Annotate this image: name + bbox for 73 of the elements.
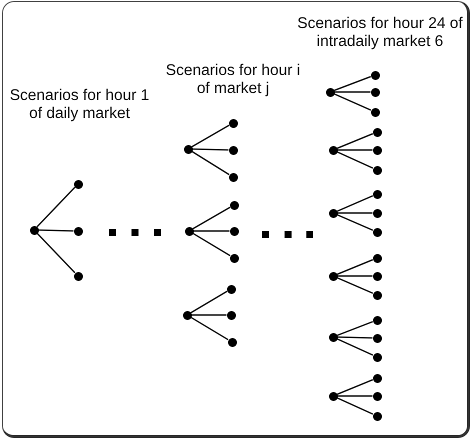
node-dot xyxy=(370,108,380,116)
branch-line xyxy=(194,230,230,232)
node-dot xyxy=(372,228,382,236)
node-dot xyxy=(328,332,338,342)
branch-line xyxy=(190,316,228,340)
node-dot xyxy=(328,146,338,154)
node-dot xyxy=(370,70,380,80)
node-dot xyxy=(74,272,82,280)
branch-line xyxy=(336,397,374,415)
node-dot xyxy=(328,392,338,400)
node-dot xyxy=(30,226,38,234)
branch-line xyxy=(334,91,370,93)
node-dot xyxy=(370,88,380,96)
tree-caption: Scenarios for hour 24 of intradaily market 6 xyxy=(296,15,464,50)
node-dot xyxy=(372,334,382,342)
node-dot xyxy=(372,316,382,324)
branch-line xyxy=(36,232,76,274)
branch-line xyxy=(336,133,374,149)
node-dot xyxy=(372,272,382,280)
branch-line xyxy=(334,76,372,92)
tree-caption: Scenarios for hour i of market j xyxy=(165,62,301,97)
branch-line xyxy=(336,320,374,336)
branch-line xyxy=(36,186,76,228)
branch-line xyxy=(191,150,230,176)
branch-line xyxy=(192,232,230,256)
branch-line xyxy=(336,195,374,212)
node-dot xyxy=(372,254,382,262)
branch-line xyxy=(192,124,230,148)
branch-line xyxy=(192,148,229,151)
branch-line xyxy=(338,212,372,214)
node-dot xyxy=(372,352,382,362)
node-dot xyxy=(328,272,338,280)
node-dot xyxy=(372,190,382,198)
branch-line xyxy=(336,379,374,395)
node-dot xyxy=(228,172,238,182)
branch-line xyxy=(336,214,374,231)
node-dot xyxy=(372,374,382,382)
branch-line xyxy=(192,206,230,230)
node-dot xyxy=(228,118,238,128)
node-dot xyxy=(182,310,192,320)
branch-line xyxy=(336,277,374,294)
branch-line xyxy=(336,151,374,169)
node-dot xyxy=(74,226,82,236)
node-dot xyxy=(328,208,338,218)
branch-line xyxy=(38,229,74,232)
node-dot xyxy=(228,146,238,154)
node-dot xyxy=(184,226,194,236)
branch-line xyxy=(338,395,372,397)
tree-caption: Scenarios for hour 1 of daily market xyxy=(9,87,150,122)
branch-line xyxy=(338,149,372,151)
node-dot xyxy=(326,88,334,96)
branch-line xyxy=(337,336,373,339)
node-dot xyxy=(372,146,382,154)
node-dot xyxy=(372,208,382,218)
node-dot xyxy=(74,180,82,188)
node-dot xyxy=(230,226,238,236)
node-dot xyxy=(226,284,236,294)
branch-line xyxy=(192,314,226,316)
node-dot xyxy=(230,200,238,210)
node-dot xyxy=(372,290,382,300)
node-dot xyxy=(226,310,236,320)
node-dot xyxy=(372,392,382,400)
branch-line xyxy=(336,259,374,275)
node-dot xyxy=(372,412,382,420)
node-dot xyxy=(372,166,382,174)
node-dot xyxy=(230,254,238,262)
node-dot xyxy=(372,128,382,136)
branch-line xyxy=(336,338,374,356)
branch-line xyxy=(338,275,372,277)
branch-line xyxy=(190,290,228,314)
node-dot xyxy=(184,144,192,154)
node-dot xyxy=(228,338,236,346)
branch-line xyxy=(334,93,372,111)
